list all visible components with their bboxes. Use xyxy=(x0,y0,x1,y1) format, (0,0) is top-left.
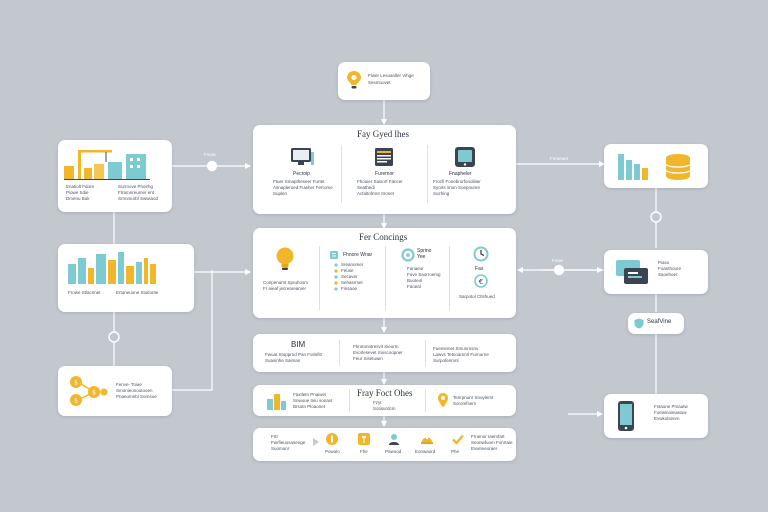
skyline-right-text: Ertoneuone Stuitonte xyxy=(116,290,159,295)
bim-item-text: Fhrotonntresvit Sieorm Evorlesevet Siosc… xyxy=(353,344,403,361)
tools-title: Fray Foct Ohes xyxy=(357,388,413,398)
list-bullets-icon xyxy=(334,263,338,291)
bottom-item-text: Fhe xyxy=(360,449,368,454)
bim-item-text: Fuensnnet Smunrnsnv Lawvs Tetnoamnrl Fur… xyxy=(433,346,489,363)
hammer-icon xyxy=(358,433,370,445)
bottom-item-text: Pawood xyxy=(385,449,402,454)
top-card-line-1: Fiwer Lesoanller Vihge xyxy=(368,73,414,78)
crane-icon xyxy=(64,150,150,180)
coin-network-icon: $ $ $ xyxy=(70,376,108,406)
concept-item-heading: Fas xyxy=(475,266,484,272)
construction-left-text: Enatiolt Fdore Piowe Sdie Dmenu Buk xyxy=(66,184,95,201)
tools-center-text: Fzyt Sotisurdcm xyxy=(373,400,396,411)
cards-text: Piaso Foanthoure Saoehoer xyxy=(658,260,682,277)
top-card-line-2: Sesmuovet xyxy=(368,80,391,85)
euro-coin-icon: € xyxy=(474,274,488,288)
svg-text:$: $ xyxy=(92,390,96,397)
core-services-title: Fay Gyed lhes xyxy=(357,129,409,139)
key-concepts-card[interactable]: Fer Concings Conpenamt Spruhosm Fr aieaf… xyxy=(253,228,516,318)
concept-item-text: Fanaeor Fuve Saorroemg Buoteol Faoeal xyxy=(407,266,441,289)
arrow-right-icon xyxy=(313,438,319,446)
connector-node xyxy=(108,331,120,343)
connector-node xyxy=(206,160,218,172)
skyline-left-text: Frowe Stlacnnet xyxy=(68,290,101,295)
core-services-card[interactable]: Fay Gyed lhes Pecroip Ftuer Smaptheseer … xyxy=(253,125,516,214)
phone-icon xyxy=(618,401,634,431)
top-card[interactable]: Fiwer Lesoanller Vihge Sesmuovet xyxy=(338,62,430,100)
connector-label: Fmoa xyxy=(204,152,216,157)
shield-icon xyxy=(634,318,644,329)
bim-item-text: Fwuat Stopprnd Pan Fotinfitr Suasinhe Sa… xyxy=(265,352,323,363)
svg-text:$: $ xyxy=(74,380,78,387)
list-icon xyxy=(330,251,338,259)
lightbulb-pin-icon xyxy=(347,71,361,89)
hardhat-icon xyxy=(421,435,433,444)
concept-item-heading: Fhnore Wnar xyxy=(343,252,373,258)
concept-item-text: Conpenamt Spruhosm Fr aieaf jecreareamer xyxy=(263,280,309,291)
bottom-item-text: Powulo xyxy=(325,449,340,454)
skyline-icon xyxy=(68,252,156,284)
key-concepts-title: Fer Concings xyxy=(359,232,408,242)
service-tag-card[interactable]: SeafVine xyxy=(628,313,684,334)
tools-left-text: Faxtletn Pnaiwer Snwoue tniu sonaxt Brso… xyxy=(293,392,333,409)
bottom-item-text: Eonwaord xyxy=(415,449,436,454)
tablet-icon xyxy=(455,147,475,167)
connector-node xyxy=(553,264,565,276)
chart-card[interactable] xyxy=(604,144,708,188)
connector-network-concepts xyxy=(172,270,213,391)
phone-card[interactable]: Fvtaone Pmautw Foewinoieuatuw Evwkolsenr… xyxy=(604,394,708,438)
core-item-heading: Pecroip xyxy=(293,171,310,177)
svg-text:€: € xyxy=(479,278,483,286)
cards-card[interactable]: Piaso Foanthoure Saoehoer xyxy=(604,250,708,294)
bottom-row-card[interactable]: Frtt Fwrfieuosasenge Suomunr Powulo Fhe … xyxy=(253,428,516,461)
core-item-text: Ftuer Smaptheseer Furtet Asnapleroed Fuw… xyxy=(273,179,333,196)
bim-title: BIM xyxy=(291,340,306,349)
tools-right-text: Tenrpnonr Snoylemt Soromfsem xyxy=(453,395,494,406)
bottom-item-text: Frnenor Iaemfart Seonwfuom Fonrtaie Evwn… xyxy=(471,434,513,451)
gear-icon xyxy=(401,248,415,262)
network-card[interactable]: $ $ $ Fenve- Toiae Smonieonoutooen Pnaeu… xyxy=(58,366,172,416)
concept-item-text: Sarpotol Ctlshued xyxy=(459,294,495,299)
core-item-text: Fhouier Saisorf Fancer Seathedi Acfaltof… xyxy=(357,179,403,196)
connector-node xyxy=(650,211,662,223)
concept-item-text: Sreanomer Feuse Secaver Sehasrmel Finsao… xyxy=(341,262,364,291)
connector-label: Fnsie xyxy=(552,258,564,263)
bim-row-card[interactable]: BIM Fwuat Stopprnd Pan Fotinfitr Suasinh… xyxy=(253,334,516,372)
check-icon xyxy=(452,434,464,445)
worker-icon xyxy=(389,434,399,445)
bar-chart-database-icon xyxy=(618,154,691,180)
tools-row-card[interactable]: Faxtletn Pnaiwer Snwoue tniu sonaxt Brso… xyxy=(253,385,516,416)
coin-icon xyxy=(326,433,338,445)
connector-label: Fnraeaet xyxy=(550,156,569,161)
skyline-card[interactable]: Frowe Stlacnnet Ertoneuone Stuitonte xyxy=(58,244,194,312)
bottom-item-text: Phe xyxy=(451,449,460,454)
network-text: Fenve- Toiae Smonieonoutooen Pnaeumnbl S… xyxy=(116,382,157,399)
core-item-text: Frocfi Fonebrorfonoliiter Syorts snon So… xyxy=(433,179,481,196)
cards-icon xyxy=(616,260,648,284)
bulb-icon xyxy=(276,247,294,270)
monitor-icon xyxy=(291,148,314,165)
document-icon xyxy=(375,148,393,166)
svg-text:$: $ xyxy=(74,398,78,405)
clock-icon xyxy=(473,246,489,262)
core-item-heading: Fnapheler xyxy=(449,171,472,177)
bottom-item-text: Frtt Fwrfieuosasenge Suomunr xyxy=(271,434,306,451)
construction-right-text: Surrnove Pnoirhg Ftramnreumer ent Srnnmu… xyxy=(118,184,159,201)
phone-text: Fvtaone Pmautw Foewinoieuatuw Evwkolsenr… xyxy=(654,404,688,421)
core-item-heading: Furemor xyxy=(375,171,394,177)
pin-icon xyxy=(438,393,448,408)
concept-item-heading: Sprino Yee xyxy=(417,248,432,260)
construction-card[interactable]: Enatiolt Fdore Piowe Sdie Dmenu Buk Surr… xyxy=(58,140,172,212)
service-tag-label: SeafVine xyxy=(647,319,672,325)
building-icon xyxy=(267,394,286,410)
